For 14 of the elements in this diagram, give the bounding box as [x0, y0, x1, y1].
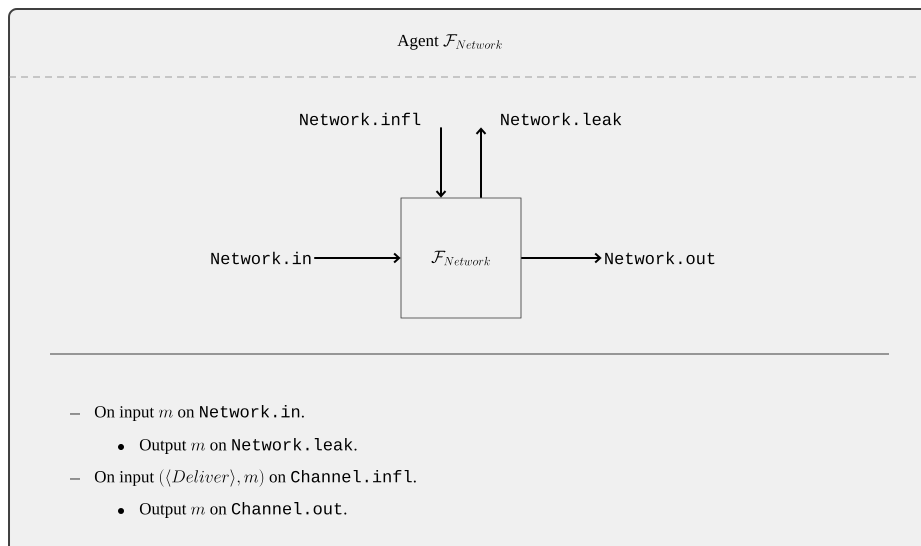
list-item: $\mbox{Output }m\mbox{ on \texttt{Network.leak}.}$ — [140, 438, 357, 454]
arrow — [314, 252, 401, 264]
process-box: $\mathcal{F}_{Network}$ — [400, 198, 522, 318]
arrow — [476, 127, 486, 198]
port-label: Network.out — [605, 252, 714, 264]
list-item: $\mbox{On input }(\langle Deliver\rangle, m)\mbox{ on \texttt{Channel.infl}.}$ — [94, 469, 416, 487]
port-label: Network.leak — [501, 112, 622, 126]
list-item: $\mbox{On input }m\mbox{ on \texttt{Network.in}.}$ — [94, 405, 304, 421]
port-label: Network.in — [211, 252, 310, 264]
port-label: Network.infl — [300, 112, 420, 126]
title: $\mbox{Agent }\mathcal{F}_{Network}$ — [397, 34, 502, 50]
arrow — [436, 127, 446, 198]
list-item: $\mbox{Output }m\mbox{ on \texttt{Channel.out}.}$ — [140, 502, 346, 518]
arrow — [521, 252, 602, 264]
